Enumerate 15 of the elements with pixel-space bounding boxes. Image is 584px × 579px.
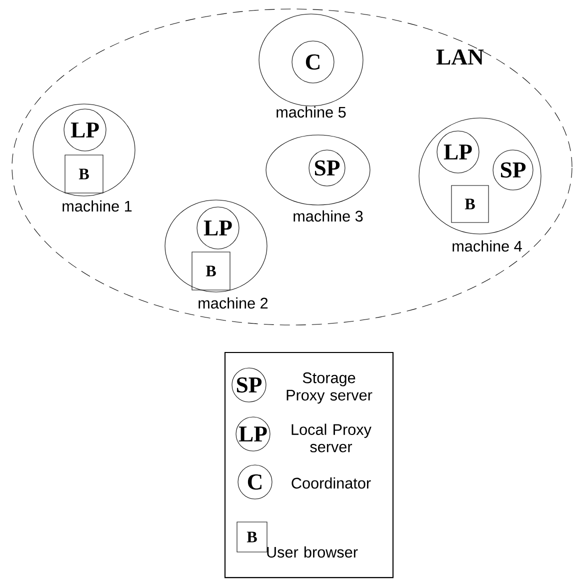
machine-label: machine 2: [198, 297, 268, 309]
legend-description: User browser: [267, 546, 358, 558]
browser-square: B: [64, 154, 104, 194]
legend-box: [224, 352, 394, 578]
legend-description: Coordinator: [292, 477, 371, 489]
machine-label: machine 5: [276, 106, 346, 118]
machine-label: machine 3: [294, 210, 363, 222]
legend-description: Local Proxy server: [292, 424, 372, 452]
browser-square: B: [236, 522, 268, 552]
machine-label: machine 4: [452, 240, 522, 252]
network-label: LAN: [436, 50, 484, 64]
browser-square: B: [192, 252, 230, 290]
browser-square: B: [451, 185, 489, 223]
legend-description: Storage Proxy server: [286, 372, 372, 404]
machine-label: machine 1: [62, 200, 132, 212]
